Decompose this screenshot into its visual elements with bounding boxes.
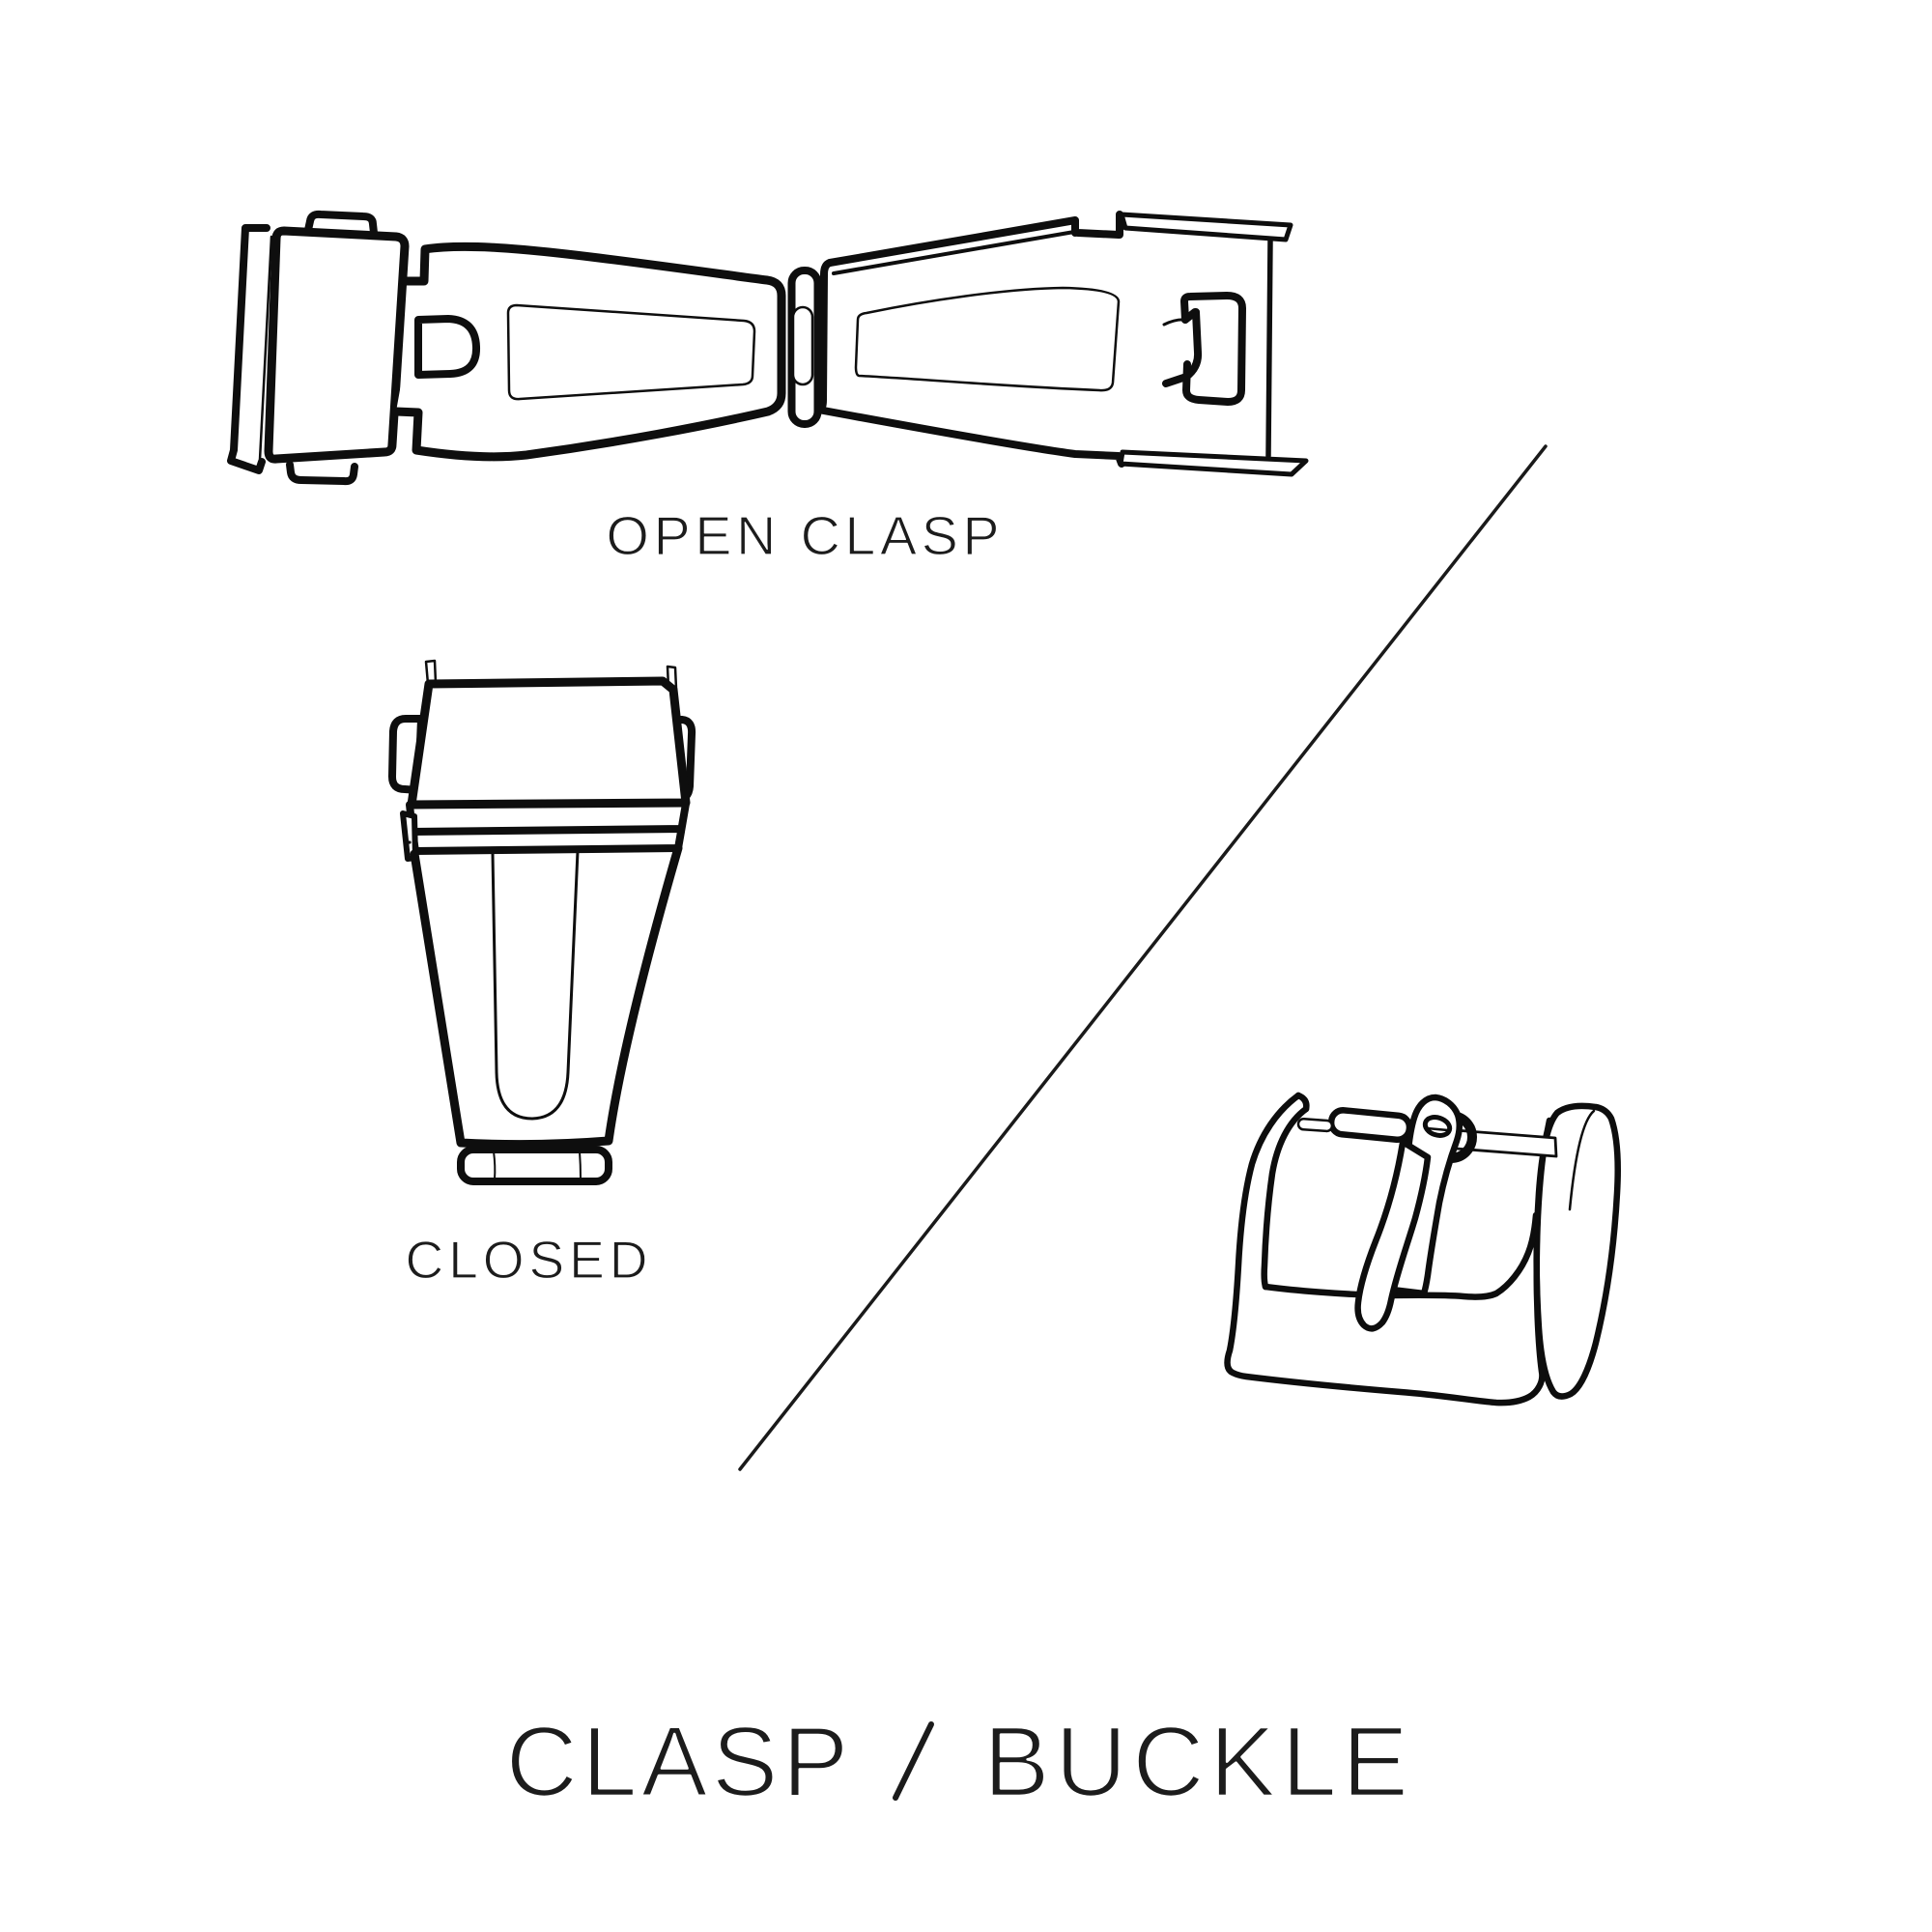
svg-text:CLOSED: CLOSED [406, 1230, 648, 1290]
svg-text:CLASP: CLASP [506, 1706, 849, 1817]
svg-text:OPEN CLASP: OPEN CLASP [607, 505, 1000, 567]
svg-text:BUCKLE: BUCKLE [983, 1706, 1408, 1817]
